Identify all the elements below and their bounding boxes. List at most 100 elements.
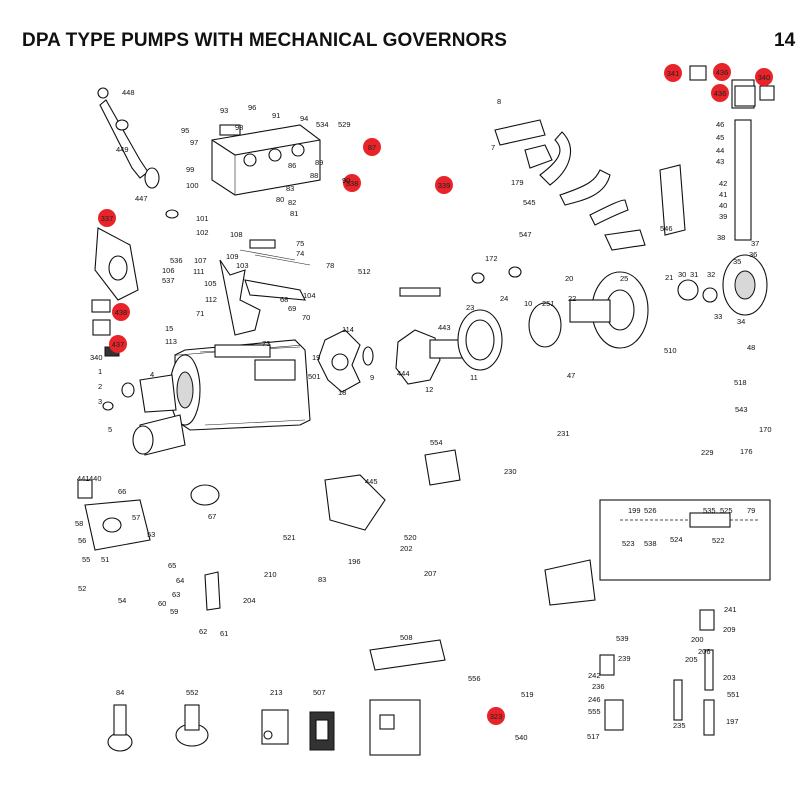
callout-number: 179 xyxy=(511,178,524,187)
callout-number: 242 xyxy=(588,671,601,680)
callout-number: 4 xyxy=(150,370,154,379)
callout-number: 519 xyxy=(521,690,534,699)
callout-number: 86 xyxy=(288,161,296,170)
page-number: 14 xyxy=(774,30,796,51)
callout-number: 444 xyxy=(397,369,410,378)
callout-number: 517 xyxy=(587,732,600,741)
callout-number: 104 xyxy=(303,291,316,300)
callout-number: 108 xyxy=(230,230,243,239)
callout-number: 554 xyxy=(430,438,443,447)
callout-number: 61 xyxy=(220,629,228,638)
highlight-ref-label: 341 xyxy=(667,69,680,78)
callout-number: 53 xyxy=(147,530,155,539)
callout-number: 547 xyxy=(519,230,532,239)
callout-number: 2 xyxy=(98,382,102,391)
callout-number: 59 xyxy=(170,607,178,616)
callout-number: 55 xyxy=(82,555,90,564)
page-title: DPA TYPE PUMPS WITH MECHANICAL GOVERNORS xyxy=(22,30,508,51)
callout-number: 66 xyxy=(118,487,126,496)
highlight-circle xyxy=(435,176,453,194)
callout-number: 46 xyxy=(716,120,724,129)
callout-number: 501 xyxy=(308,372,321,381)
callout-number: 41 xyxy=(719,190,727,199)
callout-number: 526 xyxy=(644,506,657,515)
callout-number: 524 xyxy=(670,535,683,544)
callout-number: 449 xyxy=(116,145,129,154)
callout-number: 523 xyxy=(622,539,635,548)
callout-number: 545 xyxy=(523,198,536,207)
callout-number: 93 xyxy=(220,106,228,115)
callout-number: 63 xyxy=(172,590,180,599)
pump-housing xyxy=(169,339,311,431)
callout-number: 170 xyxy=(759,425,772,434)
callout-number: 45 xyxy=(716,133,724,142)
callout-number: 81 xyxy=(290,209,298,218)
callout-number: 113 xyxy=(165,337,177,346)
callout-number: 447 xyxy=(135,194,148,203)
callout-number: 21 xyxy=(665,273,673,282)
callout-number: 536 xyxy=(170,256,183,265)
callout-number: 109 xyxy=(226,252,239,261)
callout-number: 84 xyxy=(116,688,124,697)
highlight-circle xyxy=(664,64,682,82)
callout-number: 213 xyxy=(270,688,283,697)
callout-number: 54 xyxy=(118,596,126,605)
callout-number: 7 xyxy=(491,143,495,152)
callout-number: 60 xyxy=(158,599,166,608)
callout-number: 18 xyxy=(338,388,346,397)
callout-number: 25 xyxy=(620,274,628,283)
callout-number: 37 xyxy=(751,239,759,248)
highlight-circle xyxy=(363,138,381,156)
callout-number: 83 xyxy=(286,184,294,193)
callout-number: 112 xyxy=(205,295,217,304)
callout-number: 230 xyxy=(504,467,517,476)
callout-number: 1 xyxy=(98,367,102,376)
callout-number: 44 xyxy=(716,146,724,155)
callout-number: 69 xyxy=(288,304,296,313)
callout-number: 99 xyxy=(186,165,194,174)
callout-number: 525 xyxy=(720,506,733,515)
callout-number: 78 xyxy=(326,261,334,270)
left-parts xyxy=(91,87,186,456)
governor-housing xyxy=(211,124,321,196)
highlight-ref-label: 339 xyxy=(438,181,451,190)
callout-number: 79 xyxy=(747,506,755,515)
callout-number: 231 xyxy=(557,429,570,438)
highlight-ref-label: 436 xyxy=(714,89,727,98)
callout-number: 98 xyxy=(235,123,243,132)
callout-number: 518 xyxy=(734,378,747,387)
callout-number: 197 xyxy=(726,717,739,726)
callout-number: 111 xyxy=(193,267,204,276)
callout-number: 529 xyxy=(338,120,351,129)
highlight-ref-label: 323 xyxy=(490,712,503,721)
callout-number: 48 xyxy=(747,343,755,352)
callout-number: 19 xyxy=(312,353,320,362)
callout-number: 103 xyxy=(236,261,249,270)
callout-number: 440 xyxy=(89,474,102,483)
callout-number: 70 xyxy=(302,313,310,322)
callout-number: 507 xyxy=(313,688,326,697)
callout-number: 441 xyxy=(77,474,90,483)
callout-number: 114 xyxy=(342,325,354,334)
callout-number: 65 xyxy=(168,561,176,570)
callout-number: 30 xyxy=(678,270,686,279)
callout-number: 555 xyxy=(588,707,601,716)
callout-number: 205 xyxy=(685,655,698,664)
callout-number: 73 xyxy=(262,339,270,348)
callout-number: 97 xyxy=(190,138,198,147)
highlight-ref-label: 437 xyxy=(112,340,125,349)
callout-number: 32 xyxy=(707,270,715,279)
callout-number: 510 xyxy=(664,346,677,355)
highlight-ref-label: 337 xyxy=(101,214,114,223)
callout-number: 203 xyxy=(723,673,736,682)
callout-number: 537 xyxy=(162,276,175,285)
callout-number: 68 xyxy=(280,295,288,304)
highlight-ref-label: 340 xyxy=(758,73,771,82)
callout-number: 539 xyxy=(616,634,629,643)
callout-number: 552 xyxy=(186,688,199,697)
callout-number: 31 xyxy=(690,270,698,279)
callout-number: 448 xyxy=(122,88,135,97)
callout-number: 521 xyxy=(283,533,296,542)
callout-number: 82 xyxy=(288,198,296,207)
callout-number: 196 xyxy=(348,557,361,566)
